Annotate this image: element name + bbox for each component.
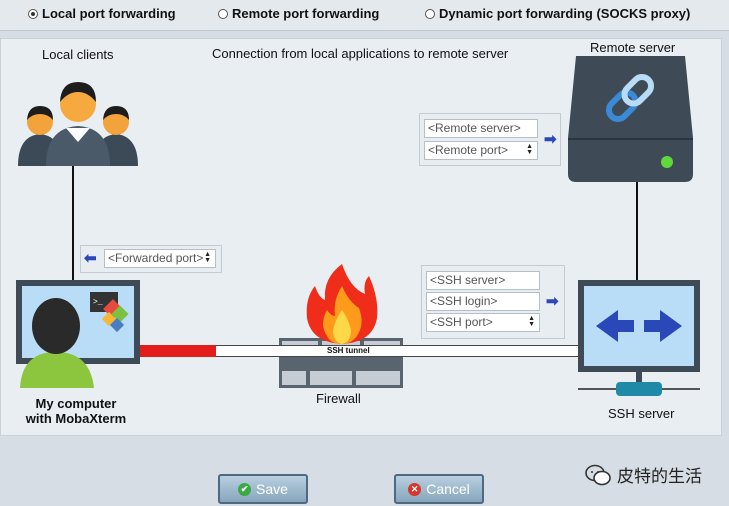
link-chain-icon: [605, 73, 655, 123]
cancel-button-label: Cancel: [426, 481, 470, 497]
arrow-right-icon: ➡: [546, 293, 559, 310]
radio-remote-port-forwarding[interactable]: Remote port forwarding: [218, 6, 379, 21]
my-computer-icon: >_: [16, 280, 140, 388]
checkmark-icon: ✔: [238, 482, 252, 496]
ssh-port-input[interactable]: <SSH port> ▲▼: [426, 313, 540, 332]
svg-text:>_: >_: [93, 298, 103, 307]
cancel-button[interactable]: ✕ Cancel: [394, 474, 484, 504]
wechat-watermark: 皮特的生活: [585, 462, 702, 487]
remote-server-icon: [568, 56, 693, 182]
radio-local-port-forwarding[interactable]: Local port forwarding: [28, 6, 176, 21]
remote-server-label: Remote server: [590, 40, 676, 55]
wechat-logo-icon: [585, 464, 611, 485]
connection-description: Connection from local applications to re…: [212, 46, 509, 61]
users-group-icon: [18, 82, 138, 166]
user-avatar: [20, 298, 94, 388]
firewall-label: Firewall: [316, 391, 361, 406]
remote-server-connector-line: [636, 180, 638, 282]
remote-port-input[interactable]: <Remote port> ▲▼: [424, 141, 538, 160]
ssh-tunnel-red-segment: [140, 345, 216, 357]
ssh-server-label: SSH server: [608, 406, 675, 421]
ssh-tunnel-label: SSH tunnel: [327, 346, 370, 355]
forwarding-mode-bar: Local port forwarding Remote port forwar…: [0, 0, 729, 31]
radio-dot[interactable]: [425, 8, 435, 19]
radio-label: Remote port forwarding: [232, 6, 380, 21]
forwarded-port-spinner-icon[interactable]: ▲▼: [204, 251, 211, 264]
remote-port-placeholder: <Remote port>: [428, 143, 509, 157]
radio-label: Dynamic port forwarding (SOCKS proxy): [439, 6, 691, 21]
clients-connector-line: [72, 165, 74, 280]
ssh-server-icon: [578, 280, 700, 396]
ssh-server-input[interactable]: <SSH server>: [426, 271, 540, 290]
my-computer-label-line1: My computer: [35, 396, 117, 411]
radio-dynamic-port-forwarding[interactable]: Dynamic port forwarding (SOCKS proxy): [425, 6, 690, 21]
network-port-icon: [616, 382, 662, 396]
bidirectional-arrows-icon: [596, 310, 682, 342]
forwarded-port-input[interactable]: <Forwarded port> ▲▼: [104, 249, 216, 268]
radio-dot[interactable]: [218, 8, 228, 19]
close-icon: ✕: [408, 482, 422, 496]
ssh-port-placeholder: <SSH port>: [430, 315, 493, 329]
user-center: [46, 82, 110, 166]
arrow-left-icon: ⬅: [84, 250, 97, 267]
radio-label: Local port forwarding: [42, 6, 176, 21]
save-button[interactable]: ✔ Save: [218, 474, 308, 504]
fire-icon: [306, 264, 378, 344]
save-button-label: Save: [256, 481, 288, 497]
local-clients-label: Local clients: [42, 47, 114, 62]
watermark-text: 皮特的生活: [617, 467, 702, 486]
server-led: [661, 156, 673, 168]
forwarded-port-placeholder: <Forwarded port>: [108, 251, 204, 265]
my-computer-label-line2: with MobaXterm: [25, 411, 127, 426]
my-computer-label: My computer with MobaXterm: [22, 396, 130, 426]
remote-server-input[interactable]: <Remote server>: [424, 119, 538, 138]
ssh-login-input[interactable]: <SSH login>: [426, 292, 540, 311]
radio-dot-selected[interactable]: [28, 8, 38, 19]
remote-port-spinner-icon[interactable]: ▲▼: [526, 143, 533, 156]
arrow-right-icon: ➡: [544, 131, 557, 148]
ssh-port-spinner-icon[interactable]: ▲▼: [528, 315, 535, 328]
